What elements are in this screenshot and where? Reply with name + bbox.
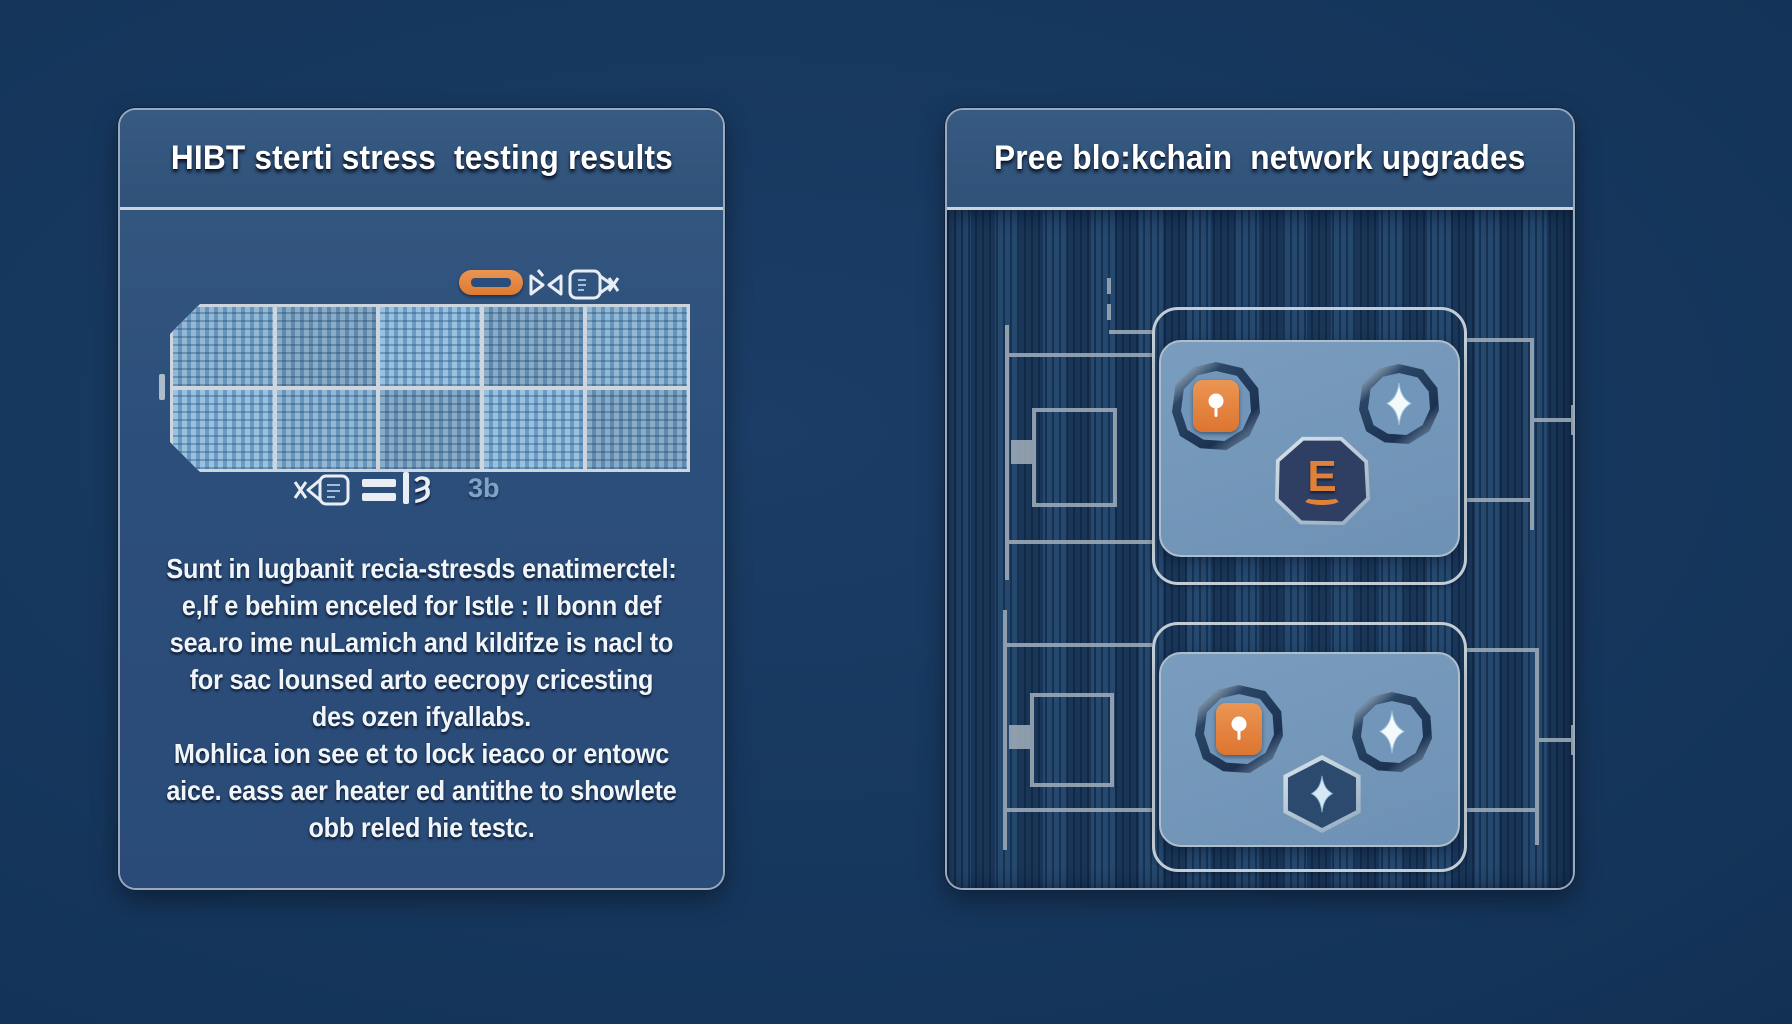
pin-glyph <box>1208 393 1224 417</box>
energy-chip-ring <box>1195 685 1283 773</box>
spark-icon <box>1379 710 1405 754</box>
card-title: HIBT sterti stress testing results <box>170 139 673 177</box>
solar-cell <box>587 390 687 469</box>
solar-panel-grid <box>170 304 690 472</box>
body-text-line: for sac lounsed arto eecropy cricesting <box>189 664 654 695</box>
energy-chip-icon <box>1216 703 1262 755</box>
solar-cell <box>277 390 377 469</box>
stress-testing-card: HIBT sterti stress testing results <box>118 108 725 890</box>
circuit-traces <box>1003 278 1573 850</box>
bolt-glyph <box>1310 775 1334 813</box>
label-3b: 3b <box>468 473 500 503</box>
chip-module-bottom-outline <box>1152 622 1467 872</box>
body-text-line: aice. eass aer heater ed antithe to show… <box>166 775 677 806</box>
solar-cell <box>587 307 687 386</box>
solar-cell <box>173 390 273 469</box>
body-text-line: obb reled hie testc. <box>308 812 535 843</box>
card-header: Pree blo:kchain network upgrades <box>947 110 1573 210</box>
card-title: Pree blo:kchain network upgrades <box>994 139 1526 177</box>
body-text-line: des ozen ifyallabs. <box>311 701 532 732</box>
yogh-bar-icon: Ȝ <box>403 472 431 504</box>
solar-cell <box>380 390 480 469</box>
solar-cell <box>173 307 273 386</box>
body-text-line: sea.ro ime nuLamich and kildifze is nacl… <box>169 627 674 658</box>
solar-cell <box>484 307 584 386</box>
battery-slot <box>471 278 511 287</box>
blockchain-upgrades-card: Pree blo:kchain network upgrades <box>945 108 1575 890</box>
eth-arc <box>1302 491 1342 505</box>
body-text-line: Mohlica ion see et to lock ieaco or ento… <box>173 738 670 769</box>
spark-ring <box>1359 364 1439 444</box>
body-text: Sunt in lugbanit recia-stresds enatimerc… <box>150 550 693 846</box>
solar-cell <box>380 307 480 386</box>
valve-bowtie-icon <box>529 269 563 296</box>
panel-side-tick <box>159 374 165 400</box>
connector-x-icon <box>568 269 620 300</box>
spark-ring <box>1352 692 1432 772</box>
body-text-line: Sunt in lugbanit recia-stresds enatimerc… <box>166 553 677 584</box>
eth-chip-icon: E <box>1275 436 1370 526</box>
solar-cell <box>484 390 584 469</box>
card-header: HIBT sterti stress testing results <box>120 110 723 210</box>
battery-icon <box>459 270 523 295</box>
spark-icon <box>1386 382 1412 426</box>
chip-module-top-outline <box>1152 307 1467 585</box>
energy-chip-ring <box>1172 362 1260 450</box>
yogh-glyph: Ȝ <box>414 471 432 504</box>
energy-chip-icon <box>1193 380 1239 432</box>
card-body: Ȝ 3b Sunt in lugbanit recia-stresds enat… <box>120 210 723 888</box>
pin-glyph <box>1231 716 1247 740</box>
solar-cell <box>277 307 377 386</box>
circuit-board: E <box>947 210 1573 888</box>
arrow-connector-icon <box>293 474 350 506</box>
equals-icon <box>362 479 396 501</box>
body-text-line: e,lf e behim enceled for Istle : Il bonn… <box>181 590 662 621</box>
